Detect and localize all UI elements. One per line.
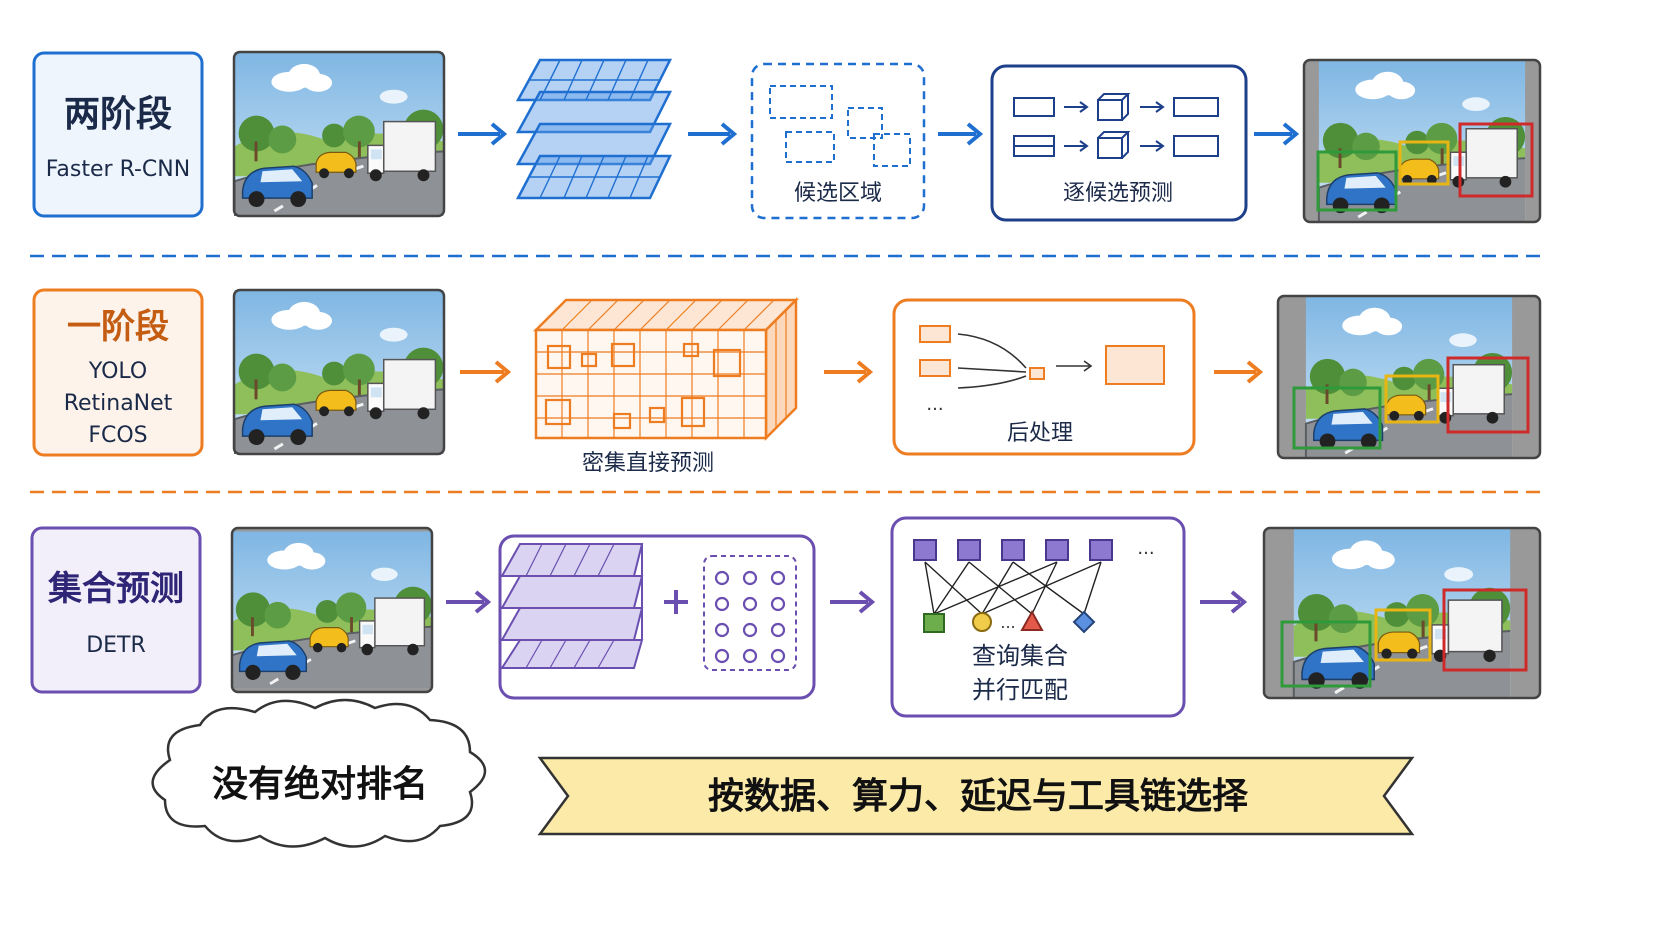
one-stage-subtitle-fcos: FCOS bbox=[88, 423, 147, 448]
set-prediction-subtitle: DETR bbox=[86, 633, 146, 658]
encoder-features-box bbox=[498, 534, 816, 700]
set-prediction-input-image bbox=[230, 526, 434, 694]
feature-map-stack-icon bbox=[515, 58, 673, 200]
per-proposal-prediction-label: 逐候选预测 bbox=[1063, 181, 1173, 206]
two-stage-input-image bbox=[232, 50, 446, 218]
arrow-icon bbox=[1200, 590, 1248, 614]
arrow-icon bbox=[458, 122, 508, 146]
footer-banner: 按数据、算力、延迟与工具链选择 bbox=[537, 756, 1415, 836]
row-one-stage: 一阶段 YOLO RetinaNet FCOS bbox=[32, 288, 1542, 476]
two-stage-subtitle: Faster R-CNN bbox=[46, 157, 190, 182]
row-two-stage: 两阶段 Faster R-CNN bbox=[32, 50, 1542, 224]
two-stage-output-image bbox=[1302, 58, 1542, 224]
arrow-icon bbox=[830, 590, 876, 614]
object-queries-icon bbox=[714, 570, 786, 664]
per-proposal-prediction-box: 逐候选预测 bbox=[990, 64, 1248, 222]
region-proposals-label: 候选区域 bbox=[794, 181, 882, 206]
arrow-icon bbox=[460, 360, 512, 384]
no-absolute-ranking-text: 没有绝对排名 bbox=[212, 763, 428, 805]
set-prediction-output-image bbox=[1262, 526, 1542, 700]
region-proposals-box: 候选区域 bbox=[750, 62, 926, 220]
query-set-label: 查询集合 bbox=[972, 642, 1068, 670]
queries-ellipsis: ... bbox=[1137, 538, 1154, 559]
arrow-icon bbox=[688, 122, 738, 146]
one-stage-output-image bbox=[1276, 294, 1542, 460]
set-prediction-title: 集合预测 bbox=[47, 569, 184, 609]
two-stage-title: 两阶段 bbox=[64, 94, 172, 135]
one-stage-subtitle-retinanet: RetinaNet bbox=[64, 391, 173, 416]
one-stage-method-card bbox=[32, 288, 204, 457]
dense-prediction-grid-icon bbox=[532, 296, 800, 442]
arrow-icon bbox=[1254, 122, 1300, 146]
set-prediction-method-card bbox=[30, 526, 202, 694]
ellipsis-label: ... bbox=[926, 394, 943, 415]
one-stage-title: 一阶段 bbox=[67, 307, 169, 347]
parallel-matching-label: 并行匹配 bbox=[972, 676, 1068, 704]
row-set-prediction: 集合预测 DETR bbox=[30, 516, 1542, 718]
targets-ellipsis: ... bbox=[1000, 613, 1015, 632]
arrow-icon bbox=[824, 360, 874, 384]
arrow-icon bbox=[446, 590, 492, 614]
arrow-icon bbox=[938, 122, 984, 146]
footer-cloud: 没有绝对排名 bbox=[151, 698, 487, 848]
arrow-icon bbox=[1214, 360, 1264, 384]
selection-criteria-text: 按数据、算力、延迟与工具链选择 bbox=[708, 776, 1249, 817]
post-processing-box: ... 后处理 bbox=[892, 298, 1196, 456]
two-stage-method-card bbox=[32, 51, 204, 218]
post-processing-label: 后处理 bbox=[1007, 421, 1073, 446]
one-stage-input-image bbox=[232, 288, 446, 456]
bipartite-matching-box: ... ... 查询集合 并行匹配 bbox=[890, 516, 1186, 718]
dense-prediction-label: 密集直接预测 bbox=[582, 451, 714, 476]
one-stage-subtitle-yolo: YOLO bbox=[88, 359, 147, 384]
